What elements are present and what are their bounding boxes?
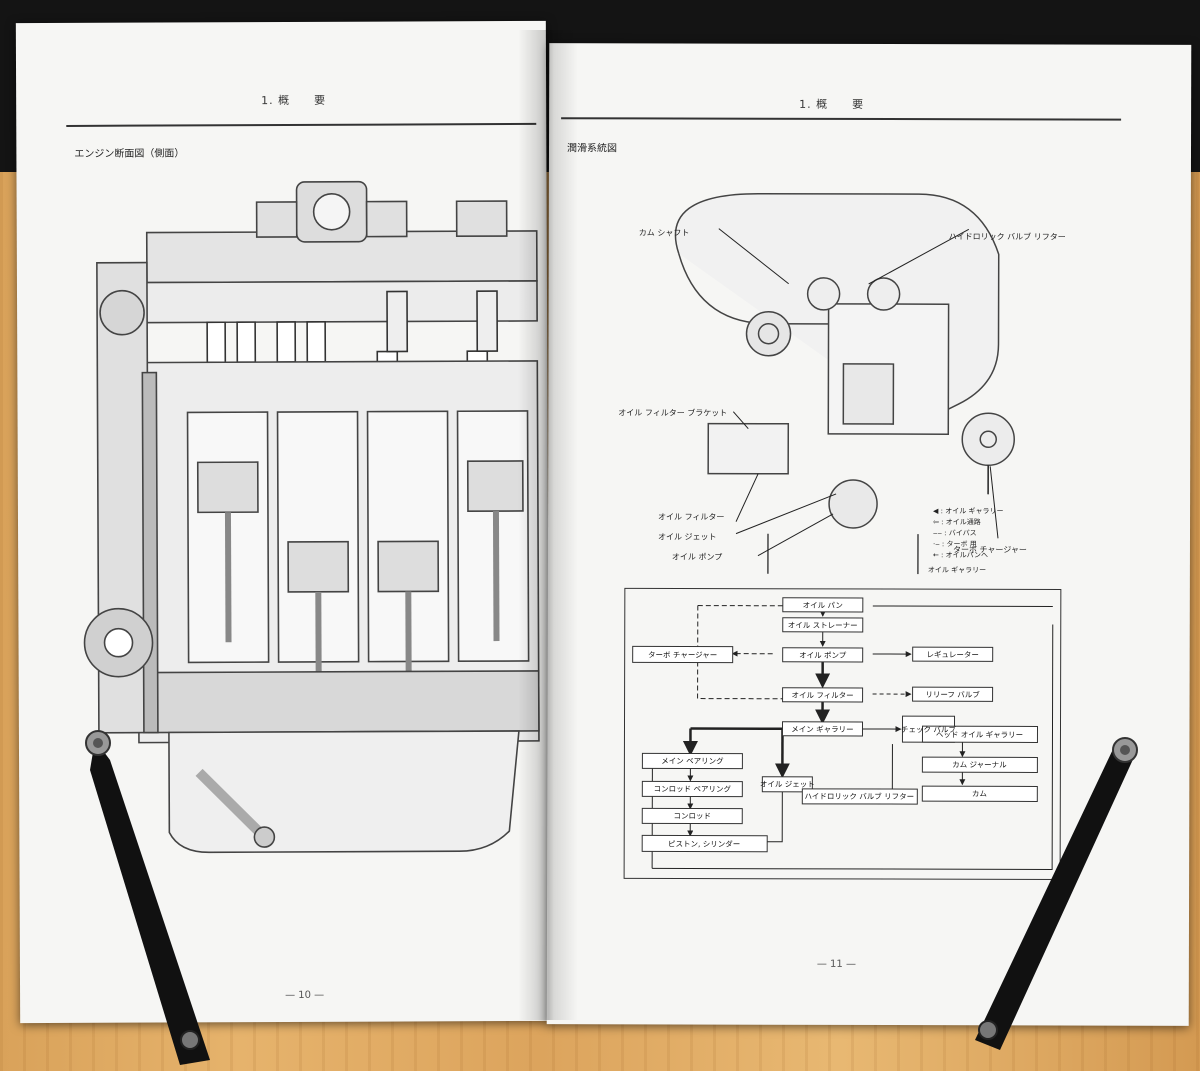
- flow-box-oil-pan: [782, 597, 864, 613]
- flow-label-oil-pump: オイル ポンプ: [799, 651, 847, 660]
- flow-label-oil-pan: オイル パン: [803, 601, 843, 610]
- flow-label-hydraulic-lifter: ハイドロリック バルブ リフター: [804, 791, 914, 801]
- flow-box-regulator: [912, 646, 994, 662]
- flow-label-cam-journal: カム ジャーナル: [952, 760, 1007, 769]
- label-oil-pump: オイル ポンプ: [672, 552, 722, 561]
- flow-box-oil-strainer: [782, 617, 864, 633]
- flow-box-hydraulic-lifter: [801, 788, 918, 805]
- flow-box-main-bearing: [641, 752, 743, 770]
- right-page: 1. 概 要 潤滑系統図: [546, 43, 1192, 1026]
- right-page-holder-arm: [975, 737, 1138, 1050]
- flow-label-oil-strainer: オイル ストレーナー: [788, 621, 858, 630]
- flow-box-turbocharger: [632, 645, 734, 664]
- legend-item-0: オイル ギャラリー: [928, 566, 986, 574]
- flow-box-oil-jet: [761, 776, 813, 793]
- label-oil-filter-bracket: オイル フィルター ブラケット: [618, 407, 727, 417]
- flow-box-cam: [921, 785, 1038, 802]
- flow-label-turbocharger: ターボ チャージャー: [648, 650, 717, 659]
- left-page: 1. 概 要 エンジン断面図（側面）: [15, 20, 551, 1024]
- left-page-holder-arm: [85, 730, 210, 1065]
- flow-label-check-valve: チェック バルブ: [901, 724, 956, 734]
- flow-box-oil-pump: [782, 647, 864, 663]
- book-gutter-shadow: [518, 30, 578, 1020]
- flow-label-main-bearing: メイン ベアリング: [661, 755, 724, 765]
- flow-label-conrod: コンロッド: [674, 811, 712, 820]
- flow-label-head-oil-gallery: ヘッド オイル ギャラリー: [936, 730, 1023, 739]
- label-oil-filter: オイル フィルター: [658, 512, 724, 521]
- flow-box-head-oil-gallery: [921, 725, 1038, 743]
- label-oil-jet: オイル ジェット: [658, 532, 717, 541]
- lubrication-illustration: カム シャフト ハイドロリック バルブ リフター オイル フィルター ブラケット…: [618, 192, 1066, 575]
- flow-label-oil-jet: オイル ジェット: [760, 780, 815, 789]
- flow-label-cam: カム: [972, 789, 987, 798]
- flow-box-oil-filter: [782, 687, 864, 703]
- flow-label-conrod-bearing: コンロッド ベアリング: [654, 783, 732, 793]
- flow-box-conrod: [641, 807, 743, 825]
- label-camshaft: カム シャフト: [639, 228, 690, 237]
- flow-label-relief-valve: リリーフ バルブ: [925, 689, 980, 699]
- flow-box-conrod-bearing: [641, 780, 743, 798]
- legend: オイル ギャラリー: [928, 566, 986, 574]
- engine-cross-section-illustration: [83, 180, 540, 854]
- flow-box-relief-valve: [912, 686, 994, 702]
- flow-box-piston-cylinder: [641, 834, 768, 853]
- flow-box-cam-journal: [921, 756, 1038, 773]
- label-turbocharger: ターボ チャージャー: [953, 545, 1027, 554]
- flow-box-main-gallery: [781, 721, 864, 737]
- lubrication-flow-chart: オイル パン オイル ストレーナー オイル ポンプ ターボ チャージャー レギュ…: [623, 587, 1062, 881]
- flow-label-main-gallery: メイン ギャラリー: [791, 725, 853, 734]
- flow-label-oil-filter: オイル フィルター: [791, 691, 853, 700]
- flow-label-piston-cylinder: ピストン, シリンダー: [668, 838, 740, 848]
- label-hydraulic-lifter: ハイドロリック バルブ リフター: [949, 231, 1066, 241]
- flow-label-regulator: レギュレーター: [926, 650, 978, 659]
